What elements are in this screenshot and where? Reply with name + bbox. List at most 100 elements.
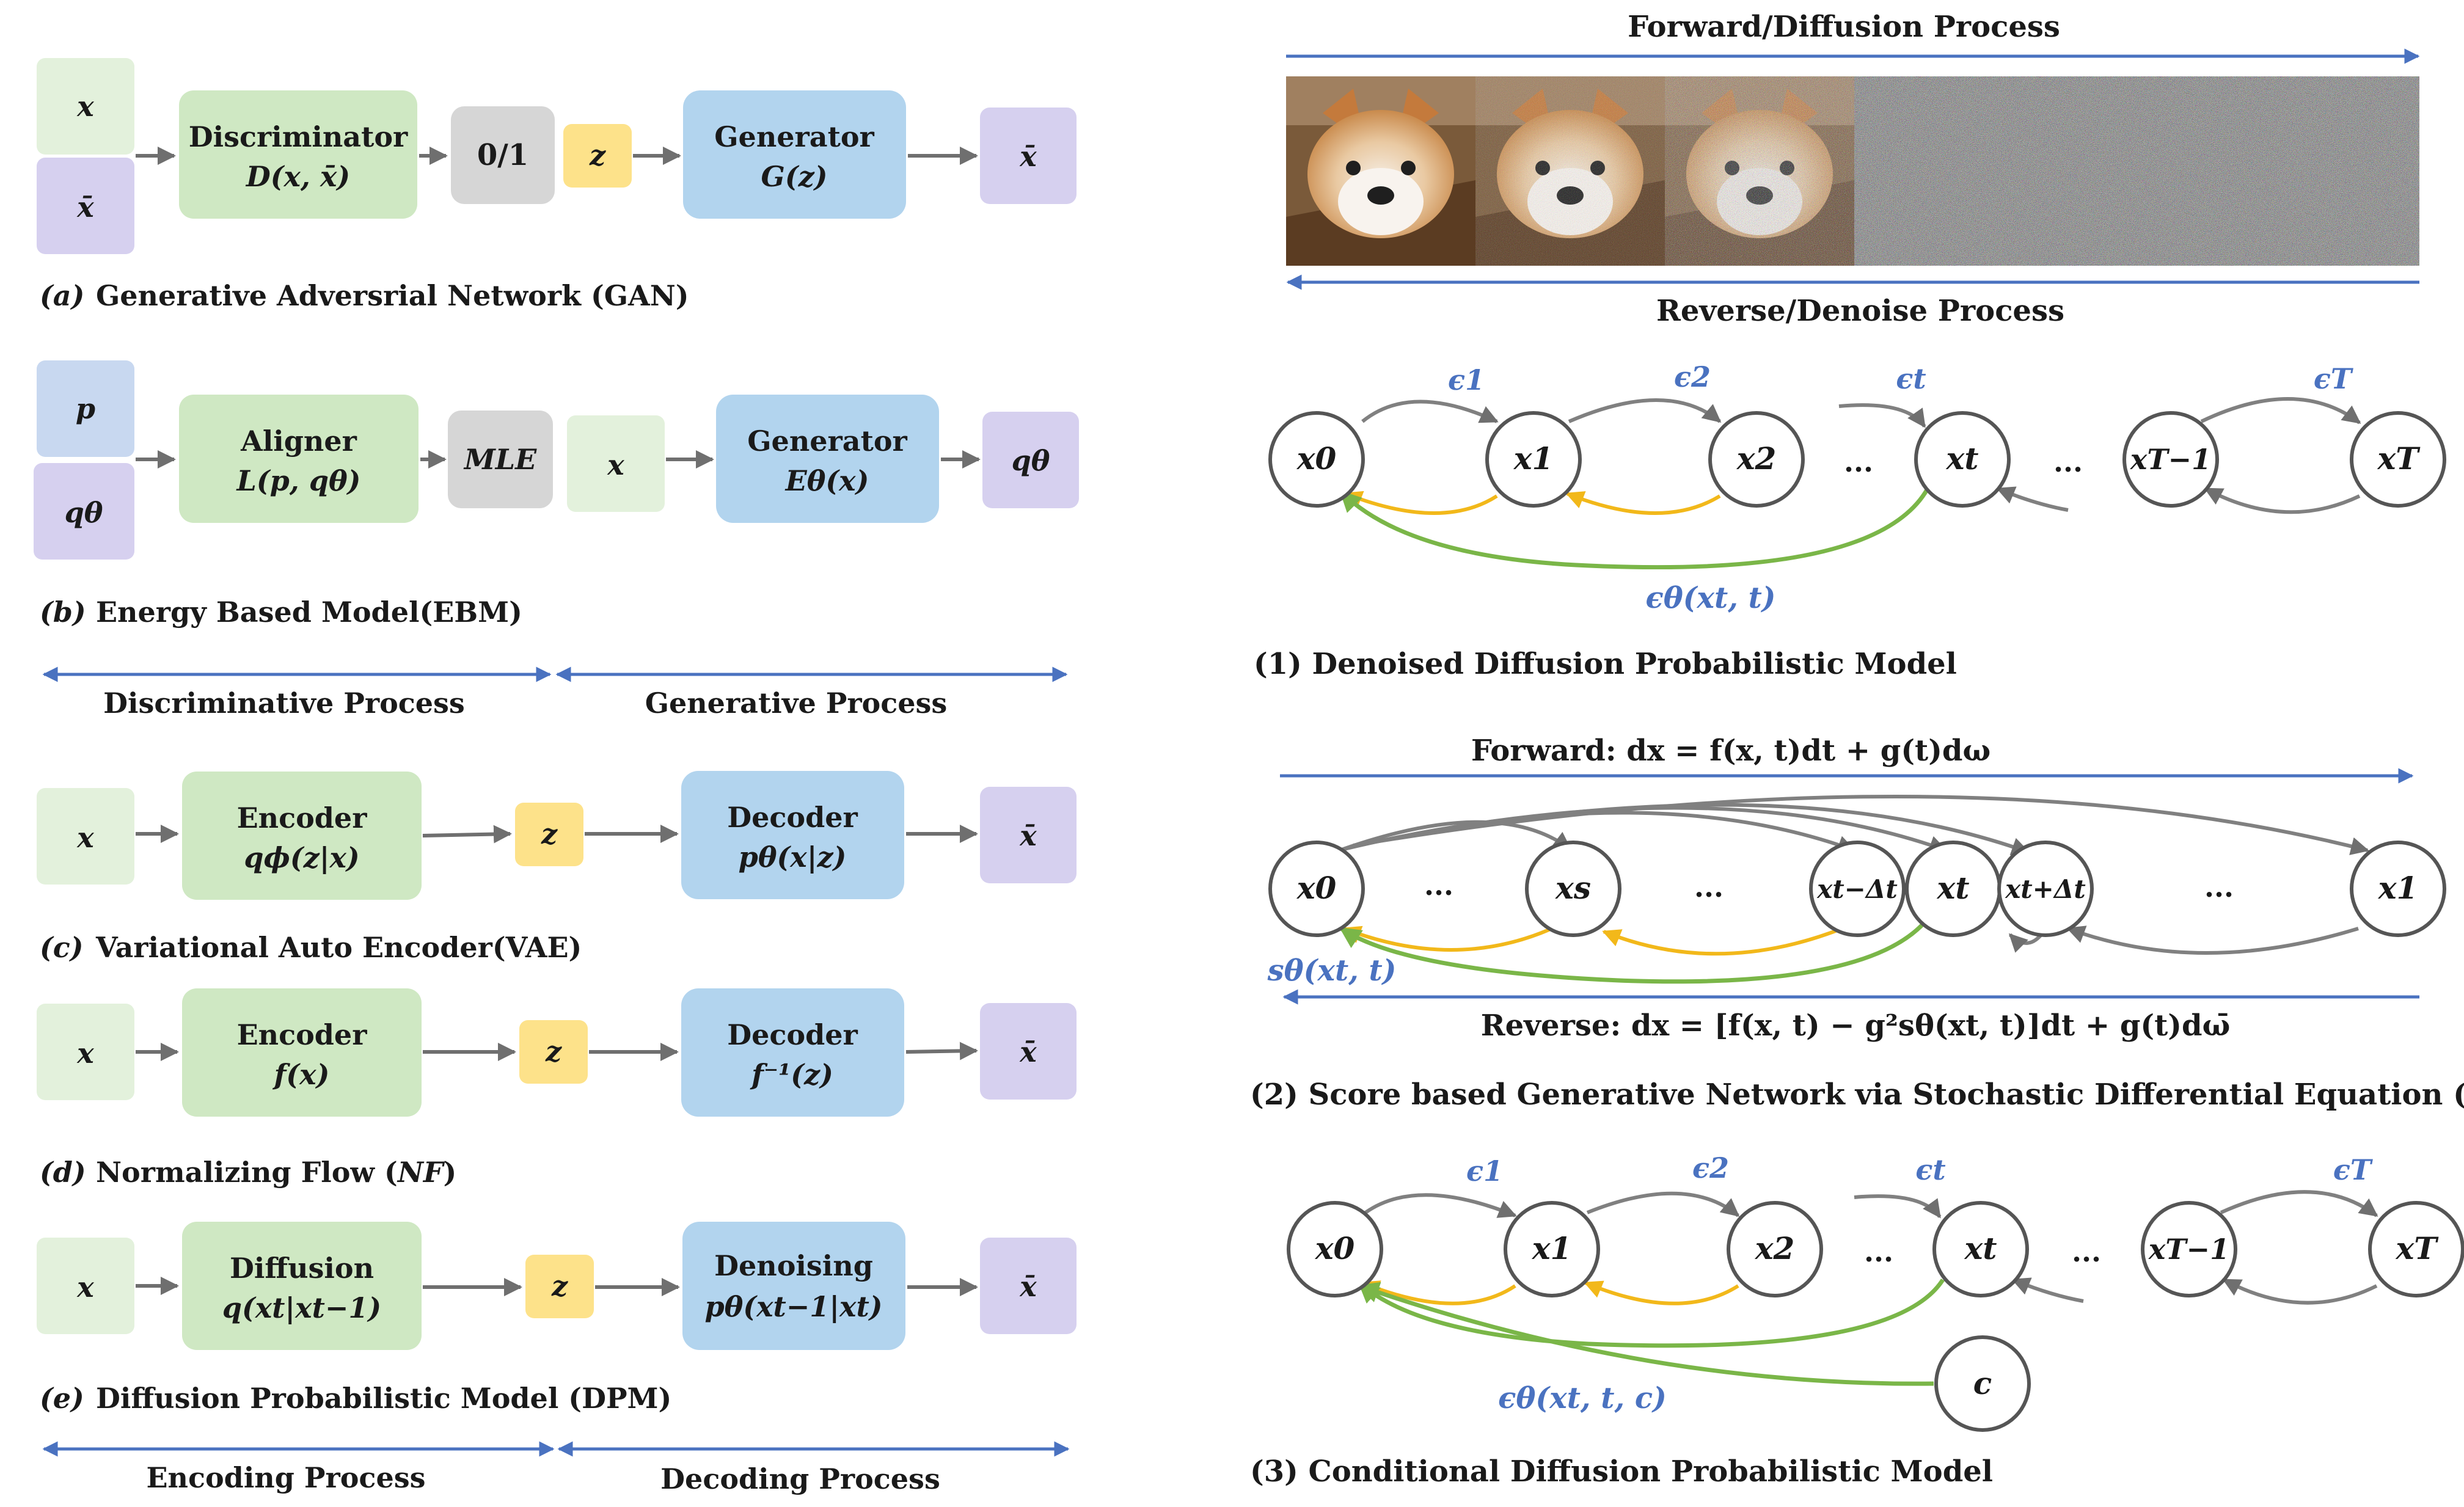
ddpm-reverse-edge-2 [1565, 491, 1721, 516]
cdpm-forward-edge-2 [1586, 1191, 1740, 1217]
ddpm-forward-edge-2 [1568, 398, 1722, 423]
vae-caption-tag: (c) [40, 931, 84, 964]
vae-z-box [515, 803, 583, 866]
ebm-generator-sub: Eθ(x) [784, 464, 869, 497]
discriminative-label: Discriminative Process [103, 687, 465, 720]
ddpm-reverse-edge-t [1996, 486, 2069, 512]
dpm-diffusion-box [182, 1222, 422, 1350]
ebm-aligner-sub: L(p, qθ) [236, 464, 361, 497]
ebm-generator-title: Generator [747, 425, 907, 458]
vae-decoder-box [681, 771, 904, 899]
cdpm-model-label: ϵθ(xt, t, c) [1498, 1381, 1667, 1415]
process-arrows-top: Discriminative Process Generative Proces… [42, 666, 1068, 720]
ddpm-node-xT-1 [2122, 411, 2219, 508]
cdpm-forward-edge-t [1854, 1194, 1942, 1219]
vae-caption: Variational Auto Encoder(VAE) [95, 931, 582, 964]
gan-generator-sub: G(z) [761, 160, 828, 193]
ddpm-model-edge [1339, 487, 1930, 570]
diffusion-image-1 [1286, 76, 1475, 266]
ebm-mle-box [448, 411, 553, 508]
ddpm-node-x2 [1708, 411, 1805, 508]
ebm-input-p: p [76, 392, 95, 425]
ebm-x: x [607, 448, 624, 481]
nf-z: z [545, 1035, 562, 1068]
sde-arc-x1 [1353, 795, 2369, 855]
vae-x: x [76, 821, 94, 854]
sde-arc-xt+dt [1350, 803, 2030, 856]
cdpm-node-xt-label: xt [1964, 1230, 1997, 1266]
ebm-aligner-title: Aligner [240, 425, 357, 458]
cdpm-node-xT [2368, 1201, 2464, 1297]
cdpm-model-edge [1358, 1279, 1945, 1348]
ddpm-node-x0 [1268, 411, 1365, 508]
ddpm-node-xt [1914, 411, 2011, 508]
gan-output-xbar-box [980, 108, 1077, 204]
sde-node-xt-label: xt [1937, 870, 1970, 906]
gan-output-box [451, 106, 555, 204]
cdpm-caption: (3) Conditional Diffusion Probabilistic … [1250, 1454, 1993, 1489]
ddpm-node-x2-label: x2 [1736, 440, 1777, 476]
dpm-denoising-sub: pθ(xt−1|xt) [704, 1290, 882, 1323]
sde-dots-2: ... [1694, 870, 1724, 903]
cdpm-node-xT-label: xT [2395, 1230, 2439, 1266]
ebm-panel: p qθ Aligner L(p, qθ) MLE x Generator Eθ… [34, 360, 1079, 629]
sde-node-x0 [1268, 841, 1365, 937]
vae-encoder-box [182, 772, 422, 900]
gan-caption: Generative Adversrial Network (GAN) [96, 279, 689, 312]
dpm-output: x̄ [1019, 1270, 1037, 1303]
ddpm-node-xT-1-label: xT−1 [2130, 443, 2211, 476]
dpm-caption: Diffusion Probabilistic Model (DPM) [96, 1382, 671, 1415]
ddpm-node-x1 [1485, 411, 1582, 508]
cdpm-node-xT-1 [2141, 1201, 2237, 1297]
sde-reverse-edge-xs [1342, 925, 1553, 952]
sde-score-edge [1339, 921, 1926, 984]
diffusion-image-noise [1854, 76, 2419, 266]
ddpm-model-label: ϵθ(xt, t) [1645, 581, 1775, 615]
ddpm-panel: x0 x1 x2 xt xT−1 xT ... ... ϵ1 ϵ2 ϵt ϵT … [1254, 360, 2446, 681]
cdpm-panel: x0 x1 x2 xt xT−1 xT c ... ... ϵ1 ϵ2 ϵt ϵ… [1250, 1151, 2464, 1489]
vae-z: z [541, 817, 558, 850]
generative-label: Generative Process [645, 687, 948, 720]
sde-reverse-edge-x1 [2066, 925, 2359, 955]
cdpm-forward-edge-T [2220, 1190, 2378, 1217]
nf-caption-wrap: Normalizing Flow (NF) [96, 1156, 456, 1189]
nf-decoder-sub: f⁻¹(z) [750, 1058, 833, 1091]
vae-output-box [980, 787, 1077, 883]
gan-input-xbar-box [37, 158, 134, 254]
sde-panel: Forward: dx = f(x, t)dt + g(t)dω x0 xs x… [1250, 734, 2464, 1112]
vae-encoder-sub: qϕ(z|x) [244, 841, 359, 874]
vae-arrow-2 [422, 825, 512, 844]
dpm-z-box [525, 1255, 594, 1318]
dpm-diffusion-title: Diffusion [230, 1252, 374, 1285]
cdpm-node-xt [1932, 1201, 2029, 1297]
gan-discriminator-box [179, 90, 417, 219]
cdpm-node-x0 [1287, 1201, 1383, 1297]
forward-diffusion-label: Forward/Diffusion Process [1628, 10, 2060, 44]
sde-node-xt-dt [1809, 841, 1906, 937]
ebm-caption: Energy Based Model(EBM) [96, 596, 522, 629]
ddpm-eps-2: ϵ2 [1674, 360, 1711, 393]
nf-output-box [980, 1003, 1077, 1100]
nf-caption-italic: NF [397, 1156, 445, 1189]
diffusion-image-2 [1475, 76, 1665, 266]
ddpm-reverse-edge-1 [1344, 491, 1498, 516]
sde-reverse-equation: Reverse: dx = [f(x, t) − g²sθ(xt, t)]dt … [1481, 1009, 2231, 1043]
sde-node-x1 [2350, 841, 2446, 937]
gan-generator-box [683, 90, 906, 219]
cdpm-node-c [1934, 1335, 2031, 1432]
ddpm-forward-edge-T [2200, 397, 2361, 425]
ebm-input-q-box [34, 463, 134, 560]
sde-node-x0-label: x0 [1296, 870, 1337, 906]
ddpm-eps-1: ϵ1 [1448, 363, 1485, 396]
ddpm-dots-2: ... [2053, 445, 2083, 478]
ddpm-node-x0-label: x0 [1296, 440, 1337, 476]
nf-z-box [519, 1020, 588, 1084]
sde-caption: (2) Score based Generative Network via S… [1250, 1078, 2464, 1112]
ddpm-node-xT-label: xT [2377, 440, 2421, 476]
nf-encoder-sub: f(x) [272, 1058, 330, 1091]
ebm-mle: MLE [463, 443, 537, 476]
nf-caption-end: ) [444, 1156, 457, 1189]
cdpm-reverse-edge-t [2011, 1277, 2084, 1303]
cdpm-node-x1-label: x1 [1532, 1230, 1572, 1266]
